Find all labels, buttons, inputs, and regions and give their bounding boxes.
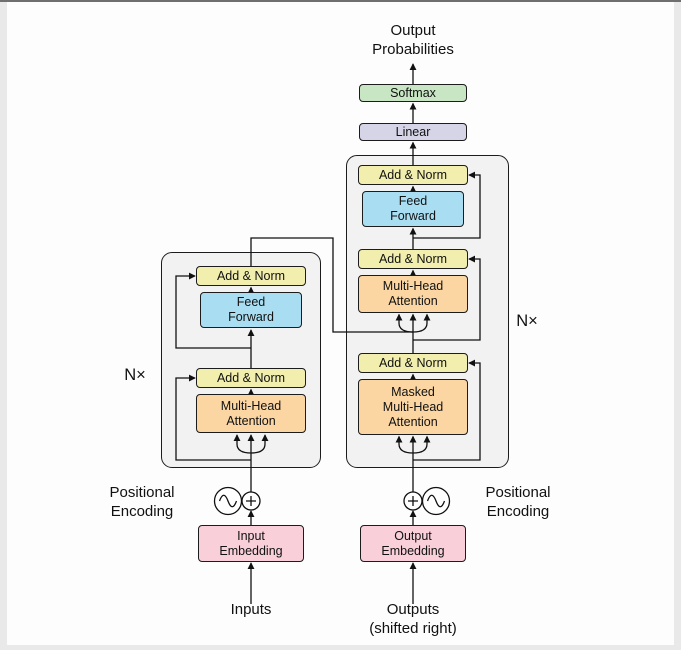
n-times-label-decoder: N× [516, 312, 538, 330]
decoder-positional-encoding-circle [421, 486, 451, 516]
positional-encoding-label-encoder: Positional Encoding [109, 484, 175, 520]
decoder-add-norm-bottom-box: Add & Norm [358, 353, 468, 373]
encoder-positional-encoding-circle [213, 486, 243, 516]
decoder-masked-multi-head-attention-box: Masked Multi-Head Attention [358, 379, 468, 435]
linear-box: Linear [359, 123, 467, 141]
decoder-add-norm-middle-box: Add & Norm [358, 249, 468, 269]
softmax-box: Softmax [359, 84, 467, 102]
page-border-top [0, 0, 681, 2]
decoder-sine-wave-icon [426, 494, 446, 508]
encoder-multi-head-attention-box: Multi-Head Attention [196, 394, 306, 433]
outputs-label: Outputs (shifted right) [369, 601, 457, 637]
decoder-feed-forward-box: Feed Forward [362, 191, 464, 227]
encoder-add-norm-bottom-box: Add & Norm [196, 368, 306, 388]
output-embedding-box: Output Embedding [360, 525, 466, 562]
encoder-add-symbol-circle [241, 491, 261, 511]
encoder-add-norm-top-box: Add & Norm [196, 266, 306, 286]
input-embedding-box: Input Embedding [198, 525, 304, 562]
decoder-add-symbol-circle [403, 491, 423, 511]
decoder-multi-head-attention-box: Multi-Head Attention [358, 275, 468, 313]
output-probabilities-label: Output Probabilities [372, 22, 454, 58]
page-border-bottom [0, 645, 681, 650]
page-border-left [0, 2, 7, 650]
page-border-right [674, 2, 681, 650]
encoder-plus-icon [246, 496, 256, 506]
decoder-add-norm-top-box: Add & Norm [358, 165, 468, 185]
encoder-feed-forward-box: Feed Forward [200, 292, 302, 328]
positional-encoding-label-decoder: Positional Encoding [485, 484, 551, 520]
decoder-plus-icon [408, 496, 418, 506]
encoder-sine-wave-icon [218, 494, 238, 508]
inputs-label: Inputs [230, 601, 272, 618]
n-times-label-encoder: N× [124, 366, 146, 384]
